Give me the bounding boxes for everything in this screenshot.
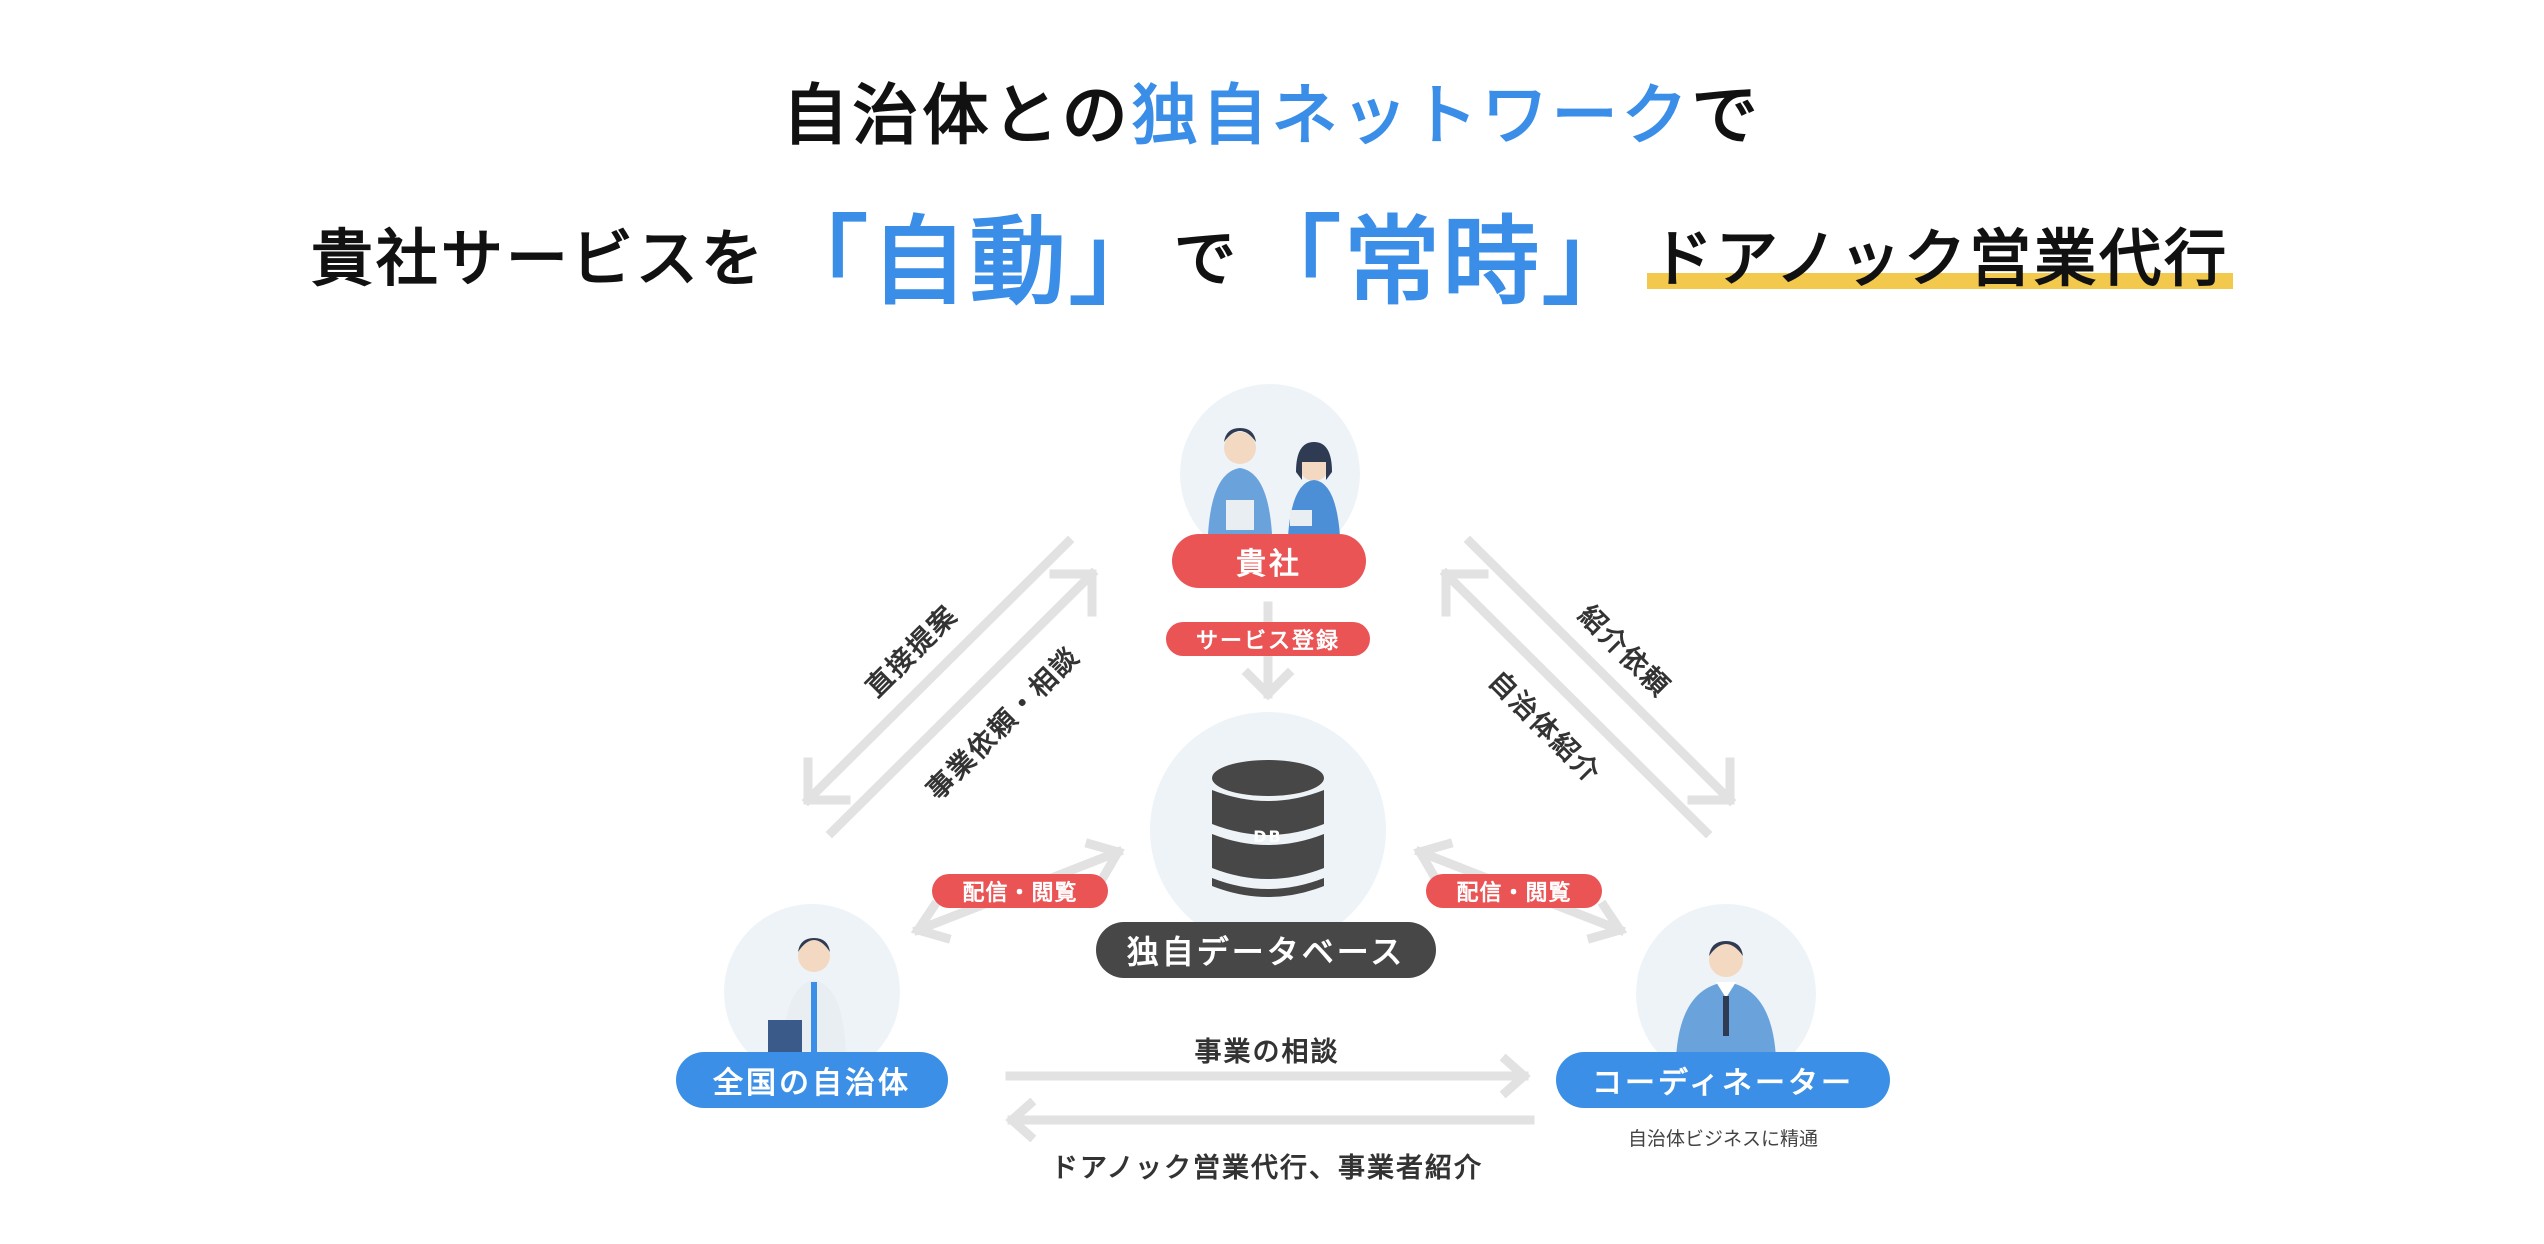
headline-line2-suffix: ドアノック営業代行 <box>1646 208 2234 298</box>
headline-line1: 自治体との独自ネットワークで <box>0 62 2544 158</box>
arrow-municipality-intro-head <box>1441 569 1489 617</box>
headline-line1-prefix: 自治体との <box>782 77 1132 154</box>
arrow-db-left-head2 <box>1084 838 1125 883</box>
distribute-right-label: 配信・閲覧 <box>1456 881 1572 906</box>
distribute-tag-right: 配信・閲覧 <box>1426 874 1602 908</box>
company-label: 貴社 <box>1236 547 1302 582</box>
label-door-knock: ドアノック営業代行、事業者紹介 <box>1050 1153 1484 1184</box>
arrow-door-knock-head <box>1005 1097 1037 1143</box>
arrow-business-consult-head <box>1499 1053 1531 1099</box>
db-icon-text: DB <box>1253 827 1283 846</box>
arrow-business-request-head <box>1049 569 1097 617</box>
arrow-direct-proposal <box>801 535 1075 807</box>
arrow-business-request <box>825 567 1099 839</box>
headline-always: 「常時」 <box>1244 205 1641 318</box>
arrow-db-right-head2 <box>1586 899 1628 944</box>
headline-line2-prefix: 貴社サービスを <box>310 222 766 295</box>
headline-line1-suffix: で <box>1691 77 1762 154</box>
arrow-db-right-head1 <box>1413 838 1454 883</box>
headline-line2: 貴社サービスを 「自動」 で 「常時」 ドアノック営業代行 <box>0 188 2544 318</box>
coordinator-note: 自治体ビジネスに精通 <box>1627 1128 1818 1150</box>
distribute-left-label: 配信・閲覧 <box>962 881 1078 906</box>
municipality-label: 全国の自治体 <box>713 1066 911 1101</box>
arrow-municipality-intro <box>1439 567 1713 839</box>
arrow-intro-request-head <box>1687 757 1735 805</box>
distribute-tag-left: 配信・閲覧 <box>932 874 1108 908</box>
arrow-intro-request <box>1463 535 1737 807</box>
headline-line1-highlight: 独自ネットワーク <box>1131 77 1692 154</box>
arrow-service-register-head <box>1241 667 1295 701</box>
company-node: 貴社 <box>1172 534 1366 588</box>
database-label: 独自データベース <box>1126 933 1406 971</box>
municipality-node: 全国の自治体 <box>676 1052 948 1108</box>
headline-auto: 「自動」 <box>771 205 1168 318</box>
arrow-db-left-head1 <box>910 899 952 944</box>
label-business-consult: 事業の相談 <box>1194 1037 1340 1068</box>
service-register-label: サービス登録 <box>1195 629 1340 654</box>
database-node: 独自データベース <box>1096 922 1436 978</box>
coordinator-label: コーディネーター <box>1592 1066 1854 1101</box>
coordinator-node: コーディネーター <box>1556 1052 1890 1108</box>
headline-line2-middle: で <box>1173 222 1239 295</box>
service-register-tag: サービス登録 <box>1166 622 1370 656</box>
arrow-direct-proposal-head <box>803 757 851 805</box>
